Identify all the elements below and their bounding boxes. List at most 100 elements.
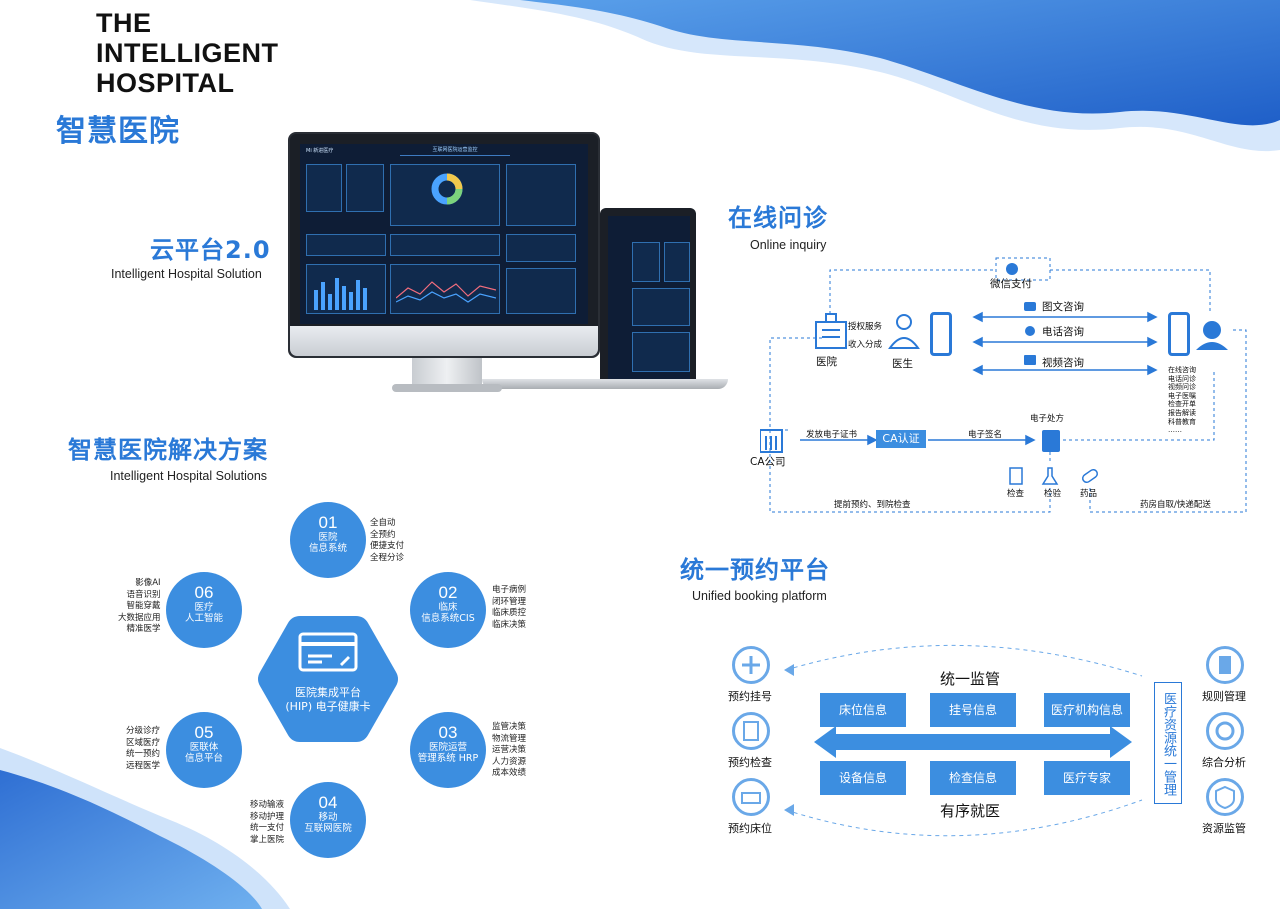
e-sign-label: 电子签名 [968,430,1003,440]
hospital-icon [815,313,847,349]
income-label: 收入分成 [848,340,883,350]
booking-bed-label: 预约床位 [728,822,772,835]
solutions-subtitle: Intelligent Hospital Solutions [110,469,268,483]
monitor-image: Mi 新进医疗 互联网医院运营监控 [288,132,600,358]
prescription-icon [1042,430,1060,452]
online-title: 在线问诊 [728,204,828,232]
cloud-subtitle: Intelligent Hospital Solution [111,267,262,281]
lab-icon [1041,467,1059,485]
channel-text: 图文咨询 [1042,301,1084,313]
rule-management-label: 规则管理 [1202,690,1246,703]
donut-chart-icon [431,173,463,205]
issue-cert-label: 发放电子证书 [806,430,858,440]
registration-info-box[interactable]: 挂号信息 [930,693,1016,727]
video-icon [1024,355,1036,365]
monitor-chin [290,326,598,356]
wechat-pay-icon [995,257,1051,281]
dashboard-title: 互联网医院运营监控 [400,146,510,156]
laptop-image [600,208,696,384]
equipment-info-box[interactable]: 设备信息 [820,761,906,795]
dashboard-logo: Mi 新进医疗 [306,148,334,154]
solution-circle-04[interactable]: 04 移动 互联网医院 [290,782,366,858]
medical-expert-box[interactable]: 医疗专家 [1044,761,1130,795]
line-chart-icon [396,281,496,303]
booking-exam-icon[interactable] [732,712,770,750]
solution-bullets-01: 全自动 全预约 便捷支付 全程分诊 [370,518,405,563]
phone-call-icon [1025,326,1035,336]
lab-label: 检验 [1044,489,1062,499]
solution-num: 01 [318,513,338,532]
solution-num: 03 [438,723,458,742]
patient-services: 在线咨询 电话问诊 视频问诊 电子医嘱 检查开单 报告解读 科普教育 …… [1168,366,1196,435]
center-hexagon-label: 医院集成平台 (HIP) 电子健康卡 [285,686,371,713]
solution-bullets-02: 电子病例 闭环管理 临床质控 临床决策 [492,585,527,630]
title-en: THE INTELLIGENT HOSPITAL [96,8,279,98]
solution-circle-03[interactable]: 03 医院运营 管理系统 HRP [410,712,486,788]
bed-info-box[interactable]: 床位信息 [820,693,906,727]
e-prescription-label: 电子处方 [1030,414,1065,424]
solution-label: 医疗 人工智能 [184,602,223,624]
cloud-title: 云平台2.0 [150,236,271,264]
analysis-icon[interactable] [1206,712,1244,750]
ca-company-icon [760,429,783,453]
laptop-screen [608,216,690,380]
analysis-label: 综合分析 [1202,756,1246,769]
title-en-line: HOSPITAL [96,68,235,98]
resource-management-label: 医疗资源统一管理 [1154,682,1182,804]
check-label: 检查 [1007,489,1025,499]
resource-supervision-label: 资源监管 [1202,822,1246,835]
top-label: 统一监管 [940,670,1001,688]
check-icon [1009,467,1023,485]
solution-num: 06 [194,583,214,602]
doctor-icon [888,314,920,349]
solution-label: 医联体 信息平台 [184,742,223,764]
channel-video: 视频咨询 [1042,357,1084,369]
bottom-label: 有序就医 [940,802,1001,820]
hospital-label: 医院 [816,356,837,368]
monitor-stand [412,358,482,386]
solution-label: 临床 信息系统CIS [421,602,475,624]
booking-registration-label: 预约挂号 [728,690,772,703]
advance-booking-label: 提前预约、到院检查 [834,500,911,510]
channel-phone: 电话咨询 [1042,326,1084,338]
pharmacy-label: 药房自取/快递配送 [1140,500,1211,510]
solution-bullets-06: 影像AI 语音识别 智能穿戴 大数据应用 精准医学 [118,578,161,634]
solution-circle-06[interactable]: 06 医疗 人工智能 [166,572,242,648]
authorize-label: 授权服务 [848,322,883,332]
drug-label: 药品 [1080,489,1098,499]
chat-icon [1024,302,1036,311]
solution-bullets-03: 监管决策 物流管理 运营决策 人力资源 成本效绩 [492,722,527,778]
booking-registration-icon[interactable] [732,646,770,684]
booking-subtitle: Unified booking platform [692,589,827,603]
patient-phone-icon [1168,312,1190,356]
exam-info-box[interactable]: 检查信息 [930,761,1016,795]
solution-circle-05[interactable]: 05 医联体 信息平台 [166,712,242,788]
drug-icon [1081,468,1099,484]
solution-bullets-04: 移动输液 移动护理 统一支付 掌上医院 [250,800,285,845]
customer-service-icon [1196,321,1228,350]
online-subtitle: Online inquiry [750,238,827,252]
center-hexagon [258,616,398,742]
booking-title: 统一预约平台 [680,556,830,584]
resource-supervision-icon[interactable] [1206,778,1244,816]
solution-label: 医院 信息系统 [308,532,347,554]
title-en-line: INTELLIGENT [96,38,279,68]
laptop-base [482,379,728,389]
ca-company-label: CA公司 [750,456,786,468]
solution-num: 05 [194,723,214,742]
bar-chart-icon [314,278,367,310]
solution-num: 04 [318,793,338,812]
booking-bed-icon[interactable] [732,778,770,816]
doctor-phone-icon [930,312,952,356]
rule-management-icon[interactable] [1206,646,1244,684]
dashboard-screen: Mi 新进医疗 互联网医院运营监控 [300,144,588,324]
bottom-left-wave-front [0,770,262,909]
doctor-label: 医生 [892,358,913,370]
institution-info-box[interactable]: 医疗机构信息 [1044,693,1130,727]
solution-circle-01[interactable]: 01 医院 信息系统 [290,502,366,578]
solution-label: 移动 互联网医院 [304,812,352,834]
solution-circle-02[interactable]: 02 临床 信息系统CIS [410,572,486,648]
solution-bullets-05: 分级诊疗 区域医疗 统一预约 远程医学 [126,726,161,771]
double-arrow [814,726,1132,758]
